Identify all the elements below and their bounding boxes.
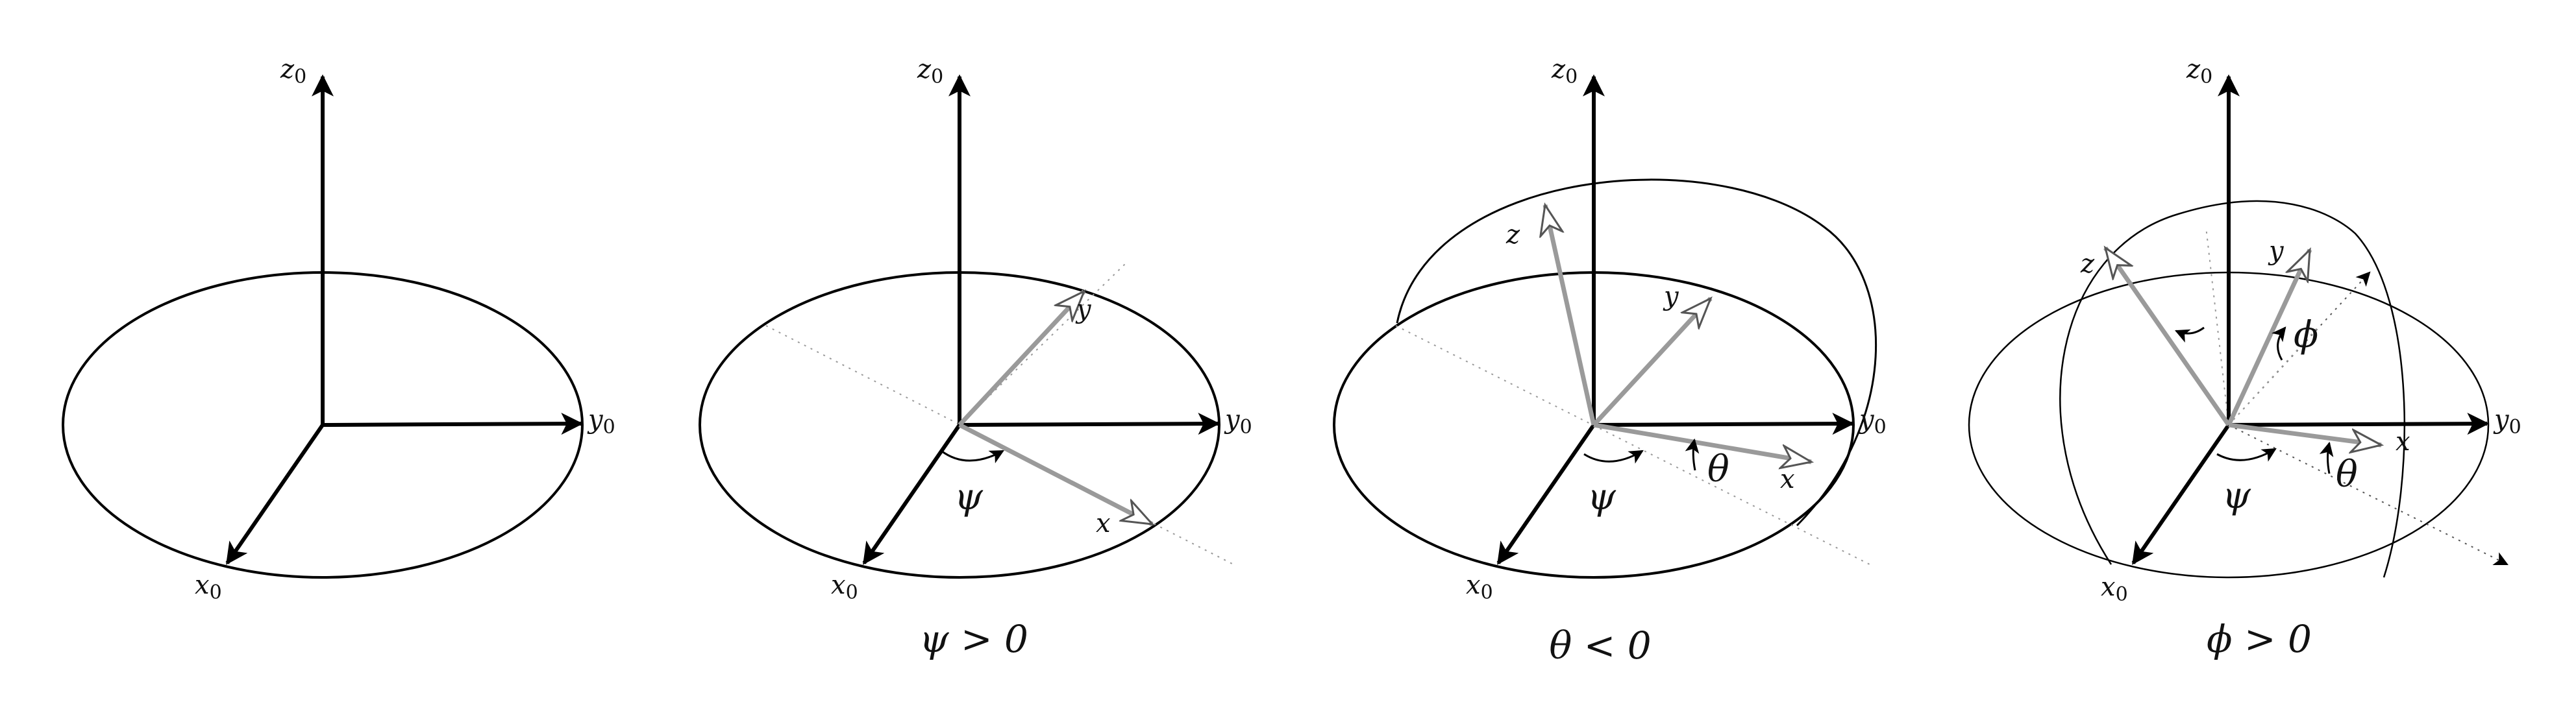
x0-label: x0: [1466, 570, 1493, 604]
body-y-label: y: [1663, 282, 1679, 311]
panel-2: ψ z0 y0 x0 y x ψ > 0: [699, 54, 1252, 661]
psi-arc: [2216, 448, 2277, 462]
y0-label: y0: [1224, 405, 1252, 439]
y0-axis: [1593, 413, 1855, 435]
panel-3: ψ θ z0 y0 x0 z y x θ < 0: [1333, 54, 1887, 668]
dotted-y-line: [959, 262, 1127, 426]
body-y-axis: [2226, 250, 2312, 426]
caption-psi: ψ > 0: [919, 617, 1028, 661]
z0-label: z0: [1551, 54, 1578, 88]
body-z-axis: [2103, 248, 2231, 426]
caption-theta: θ < 0: [1549, 623, 1651, 668]
body-x-label: x: [2396, 427, 2410, 457]
body-x-axis: [2228, 422, 2381, 445]
roll-arc: [2174, 326, 2205, 343]
body-x-label: x: [1780, 465, 1795, 494]
z0-label: z0: [2186, 54, 2212, 88]
dotted-z-line: [2205, 226, 2229, 426]
theta-label: θ: [2336, 453, 2358, 496]
y0-axis: [2228, 413, 2490, 435]
x0-label: x0: [831, 570, 858, 604]
psi-arc: [1583, 450, 1644, 464]
y0-axis: [322, 413, 584, 435]
y0-label: y0: [2493, 405, 2521, 439]
panel-1: z0 y0 x0: [62, 54, 615, 604]
x0-axis: [1496, 424, 1596, 565]
psi-label: ψ: [954, 476, 984, 518]
psi-label: ψ: [1587, 476, 1616, 518]
y0-label: y0: [1858, 405, 1887, 439]
tilted-great-circle: [1396, 178, 1877, 527]
dotted-ref-line: [2228, 327, 2318, 426]
rolled-great-circle: [2059, 200, 2406, 578]
body-y-axis: [958, 291, 1084, 427]
theta-label: θ: [1707, 448, 1729, 490]
body-y-axis: [1592, 298, 1711, 427]
dotted-x-line: [765, 325, 1234, 565]
body-x-axis: [1593, 422, 1811, 462]
phi-arc: [2272, 326, 2286, 361]
x0-axis: [2131, 424, 2231, 565]
x0-axis: [862, 424, 961, 565]
x0-axis: [225, 424, 325, 565]
dotted-y-line: [2228, 271, 2371, 426]
panel-4: ψ θ ϕ z0 y0 x0 z y x ϕ > 0: [1968, 54, 2521, 661]
y0-label: y0: [587, 405, 615, 439]
z0-label: z0: [280, 54, 306, 88]
caption-phi: ϕ > 0: [2207, 617, 2312, 661]
theta-arc: [2319, 441, 2334, 474]
psi-arc: [941, 450, 1004, 464]
z0-label: z0: [917, 54, 943, 88]
body-y-label: y: [2268, 236, 2285, 266]
dotted-x-line: [1395, 325, 1870, 565]
theta-arc: [1685, 438, 1700, 471]
y0-axis: [959, 413, 1220, 435]
body-x-label: x: [1096, 509, 1111, 538]
body-x-axis: [958, 422, 1152, 527]
dotted-x-line: [2228, 424, 2508, 565]
phi-label: ϕ: [2294, 314, 2318, 356]
x0-label: x0: [2101, 572, 2128, 606]
x0-label: x0: [195, 570, 222, 604]
body-y-label: y: [1075, 295, 1092, 324]
body-z-axis: [1545, 205, 1596, 426]
body-z-label: z: [2080, 249, 2095, 279]
body-z-label: z: [1505, 220, 1520, 250]
psi-label: ψ: [2222, 475, 2251, 517]
